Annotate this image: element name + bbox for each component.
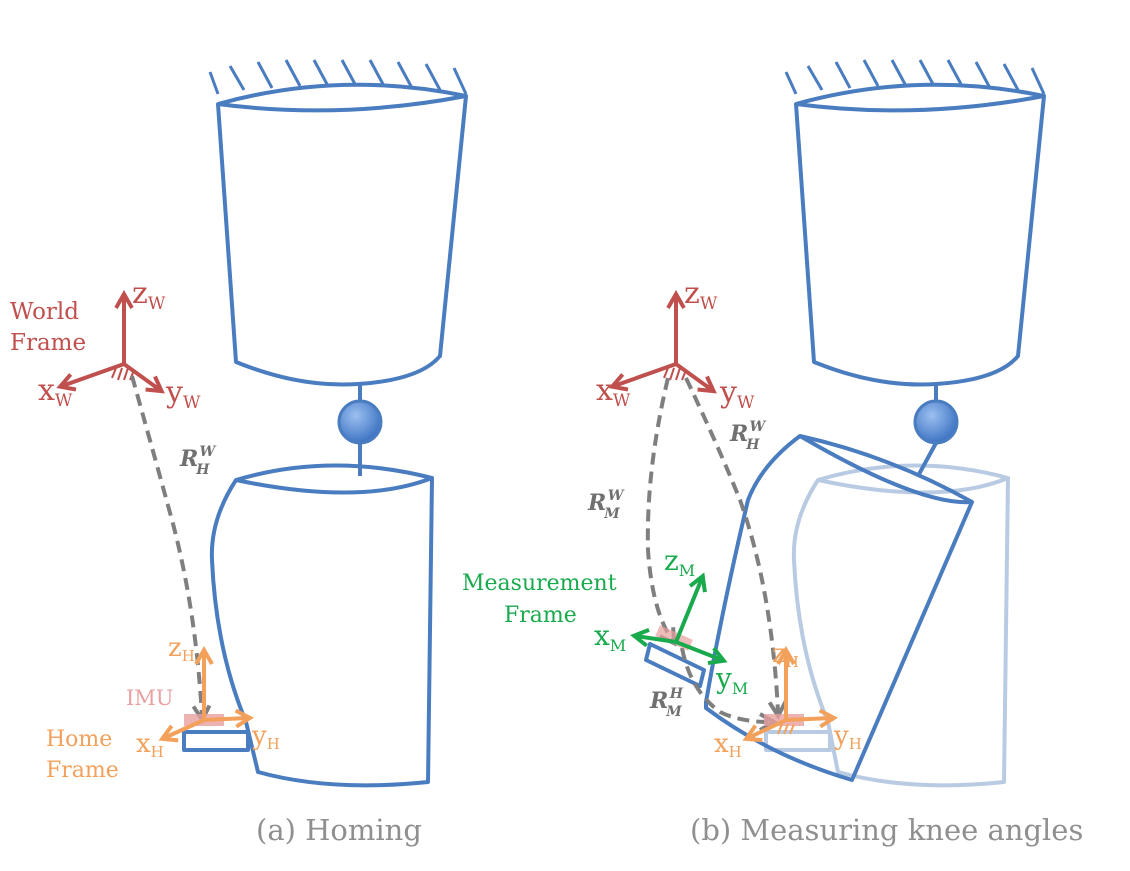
home-frame-b: zH yH xH [714, 639, 862, 761]
shank-strap-b [644, 642, 706, 688]
measurement-frame-label-line2: Frame [504, 603, 577, 628]
rotation-label-mw-b: RMW [587, 488, 625, 522]
world-y-label: yW [165, 375, 201, 413]
shank-strap-a [182, 730, 250, 752]
home-x-label: xH [136, 729, 164, 761]
home-x-label-b: xH [714, 729, 742, 761]
ceiling-hatch-a [208, 59, 468, 95]
shank-home-faded-b [764, 463, 1010, 788]
home-frame-label-line2: Frame [46, 758, 119, 783]
world-frame-b: zW xW yW [596, 276, 755, 413]
shank-a [182, 463, 434, 788]
measurement-z-label: zM [664, 544, 695, 580]
world-x-label: xW [38, 373, 73, 411]
rotation-path-mw-b [645, 377, 677, 647]
home-z-label-b: zH [772, 639, 799, 671]
home-frame-label-line1: Home [46, 727, 112, 752]
panel-a: World Frame zW xW yW RHW IMU zH yH xH Ho… [10, 59, 468, 847]
rotation-path-hw-b [684, 377, 788, 721]
home-frame-a: zH yH xH Home Frame [46, 633, 280, 783]
rotation-label-mh-b: RMH [649, 686, 684, 720]
caption-a: (a) Homing [256, 813, 422, 847]
measurement-y-label: yM [715, 662, 748, 698]
rotation-label-hw-b: RHW [729, 419, 767, 453]
shank-link-b [916, 442, 938, 477]
rotation-label-hw-a: RHW [179, 444, 217, 478]
caption-b: (b) Measuring knee angles [690, 813, 1083, 847]
measurement-x-label: xM [594, 619, 626, 655]
ceiling-hatch-b [784, 59, 1046, 95]
world-frame-label-line1: World [10, 299, 79, 325]
imu-label: IMU [126, 686, 174, 710]
home-y-label: yH [251, 721, 280, 753]
home-y-label-b: yH [833, 721, 862, 753]
world-frame-a: World Frame zW xW yW [10, 276, 201, 413]
rotation-path-hw-a [130, 375, 212, 725]
thigh-a [216, 82, 468, 387]
world-z-label-b: zW [684, 276, 718, 314]
knee-joint-a [337, 399, 383, 445]
panel-b: zW xW yW RHW RMW RMH Measurement Frame z… [462, 59, 1083, 847]
measurement-frame-b: Measurement Frame zM xM yM [462, 544, 748, 698]
home-z-label: zH [168, 633, 195, 665]
thigh-b [794, 82, 1046, 387]
rotation-path-mh-b [680, 647, 779, 732]
world-frame-label-line2: Frame [10, 330, 86, 356]
measurement-frame-label-line1: Measurement [462, 571, 617, 596]
world-x-label-b: xW [596, 373, 631, 411]
world-y-label-b: yW [719, 375, 755, 413]
shank-rotated-b [644, 434, 974, 782]
world-z-label: zW [132, 276, 166, 314]
knee-joint-b [913, 399, 959, 445]
